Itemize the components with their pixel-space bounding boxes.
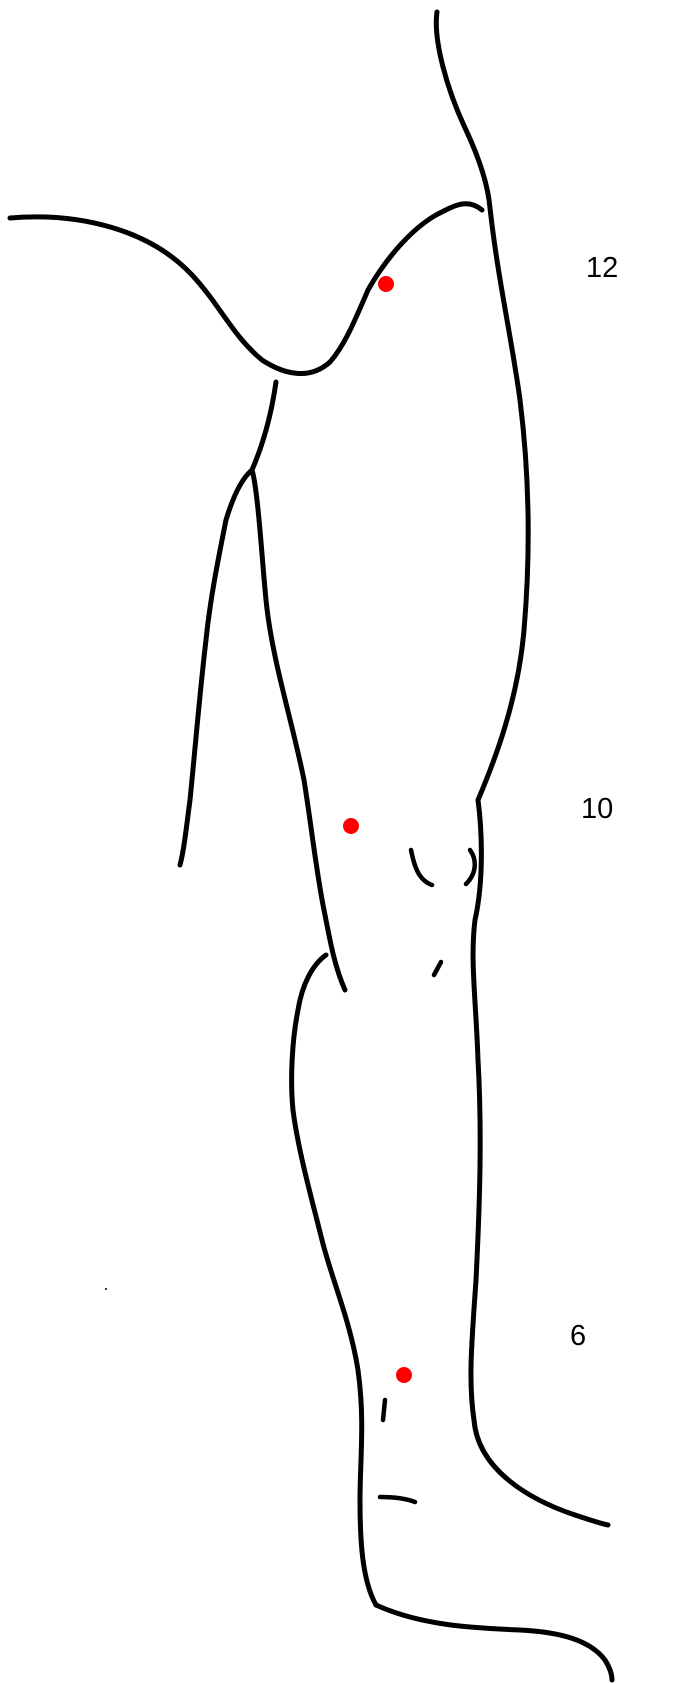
marker-level-10	[343, 818, 359, 834]
marker-level-12	[378, 276, 394, 292]
knee-crease-right	[466, 850, 475, 884]
outer-leg-contour	[436, 12, 608, 1525]
foot-contour	[376, 1605, 612, 1680]
knee-crease-left	[411, 850, 432, 885]
knee-cap-line	[434, 962, 441, 975]
calf-contour	[292, 955, 376, 1605]
front-leg-contour	[252, 382, 345, 990]
level-label-6: 6	[570, 1322, 586, 1351]
arm-contour	[180, 470, 252, 865]
level-label-12: 12	[586, 254, 618, 283]
speck	[105, 1288, 107, 1290]
ankle-bone-line	[383, 1400, 385, 1420]
hip-contour	[10, 204, 482, 374]
marker-level-6	[396, 1367, 412, 1383]
level-label-10: 10	[581, 795, 613, 824]
ankle-crease	[380, 1497, 415, 1502]
